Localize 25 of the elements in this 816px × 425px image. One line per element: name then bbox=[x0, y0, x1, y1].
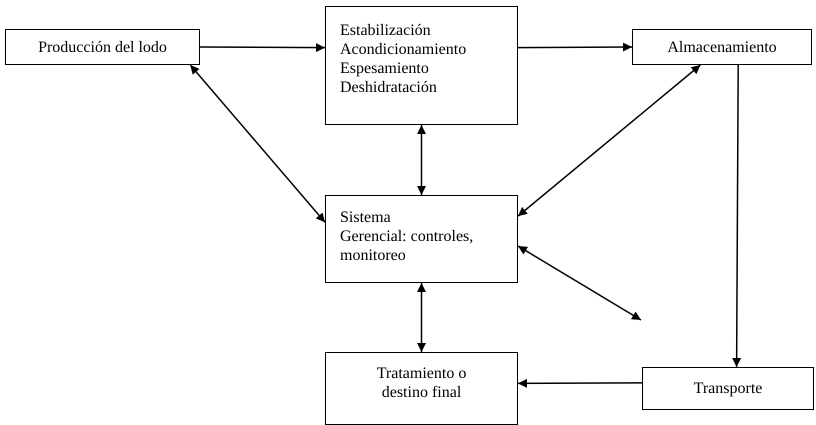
arrow bbox=[417, 125, 426, 195]
box-text: Almacenamiento bbox=[666, 38, 778, 56]
process-box bbox=[642, 367, 814, 410]
arrow bbox=[732, 65, 742, 367]
process-box bbox=[5, 29, 200, 65]
arrow bbox=[518, 378, 642, 388]
box-text: Transporte bbox=[692, 379, 764, 398]
arrow bbox=[518, 64, 701, 217]
arrow bbox=[190, 64, 326, 223]
process-box bbox=[632, 29, 812, 65]
arrow bbox=[518, 42, 632, 52]
arrow bbox=[417, 283, 426, 352]
box-text: Acondicionamiento bbox=[340, 40, 468, 59]
arrow bbox=[518, 245, 642, 321]
process-box bbox=[325, 195, 518, 283]
box-text: Producción del lodo bbox=[37, 38, 168, 56]
box-text: Gerencial: controles, monitoreo bbox=[340, 227, 474, 265]
arrow bbox=[200, 43, 325, 52]
box-text: Estabilización bbox=[340, 21, 432, 40]
process-box bbox=[325, 6, 518, 125]
box-text: Sistema bbox=[340, 208, 392, 227]
process-box bbox=[325, 352, 518, 425]
box-text: Deshidratación bbox=[340, 78, 438, 97]
box-text: Tratamiento o destino final bbox=[376, 364, 468, 402]
box-text: Espesamiento bbox=[340, 59, 430, 78]
